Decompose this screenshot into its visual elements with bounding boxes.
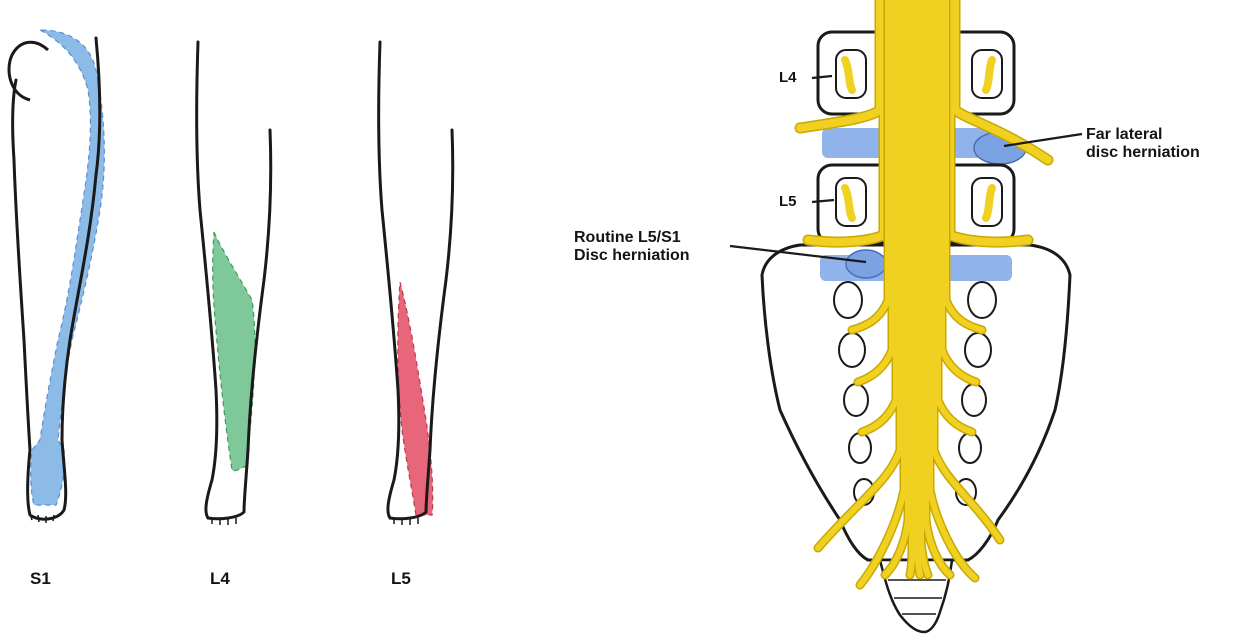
routine-line2: Disc herniation: [574, 247, 690, 265]
far-lateral-annotation: Far lateral disc herniation: [1086, 126, 1200, 163]
far-lateral-line2: disc herniation: [1086, 144, 1200, 162]
routine-line1: Routine L5/S1: [574, 229, 690, 247]
far-lateral-line1: Far lateral: [1086, 126, 1200, 144]
routine-annotation: Routine L5/S1 Disc herniation: [574, 229, 690, 266]
leg-l4: [197, 42, 271, 525]
s1-buttock: [9, 42, 48, 100]
leg-l5: [379, 42, 453, 525]
spine-diagram: [730, 0, 1082, 632]
dermatome-label-l5: L5: [391, 569, 411, 589]
l5-leg-outline-left: [379, 42, 399, 518]
level-label-l5: L5: [779, 193, 797, 210]
s1-dermatome-area: [31, 30, 105, 505]
level-label-l4: L4: [779, 69, 797, 86]
l4-nerve-sleeve-right: [986, 60, 992, 90]
leg-s1: [9, 30, 104, 523]
routine-herniation: [846, 250, 886, 278]
l5-nerve-sleeve-right: [986, 188, 992, 218]
dermatome-label-l4: L4: [210, 569, 230, 589]
dermatome-label-s1: S1: [30, 569, 51, 589]
